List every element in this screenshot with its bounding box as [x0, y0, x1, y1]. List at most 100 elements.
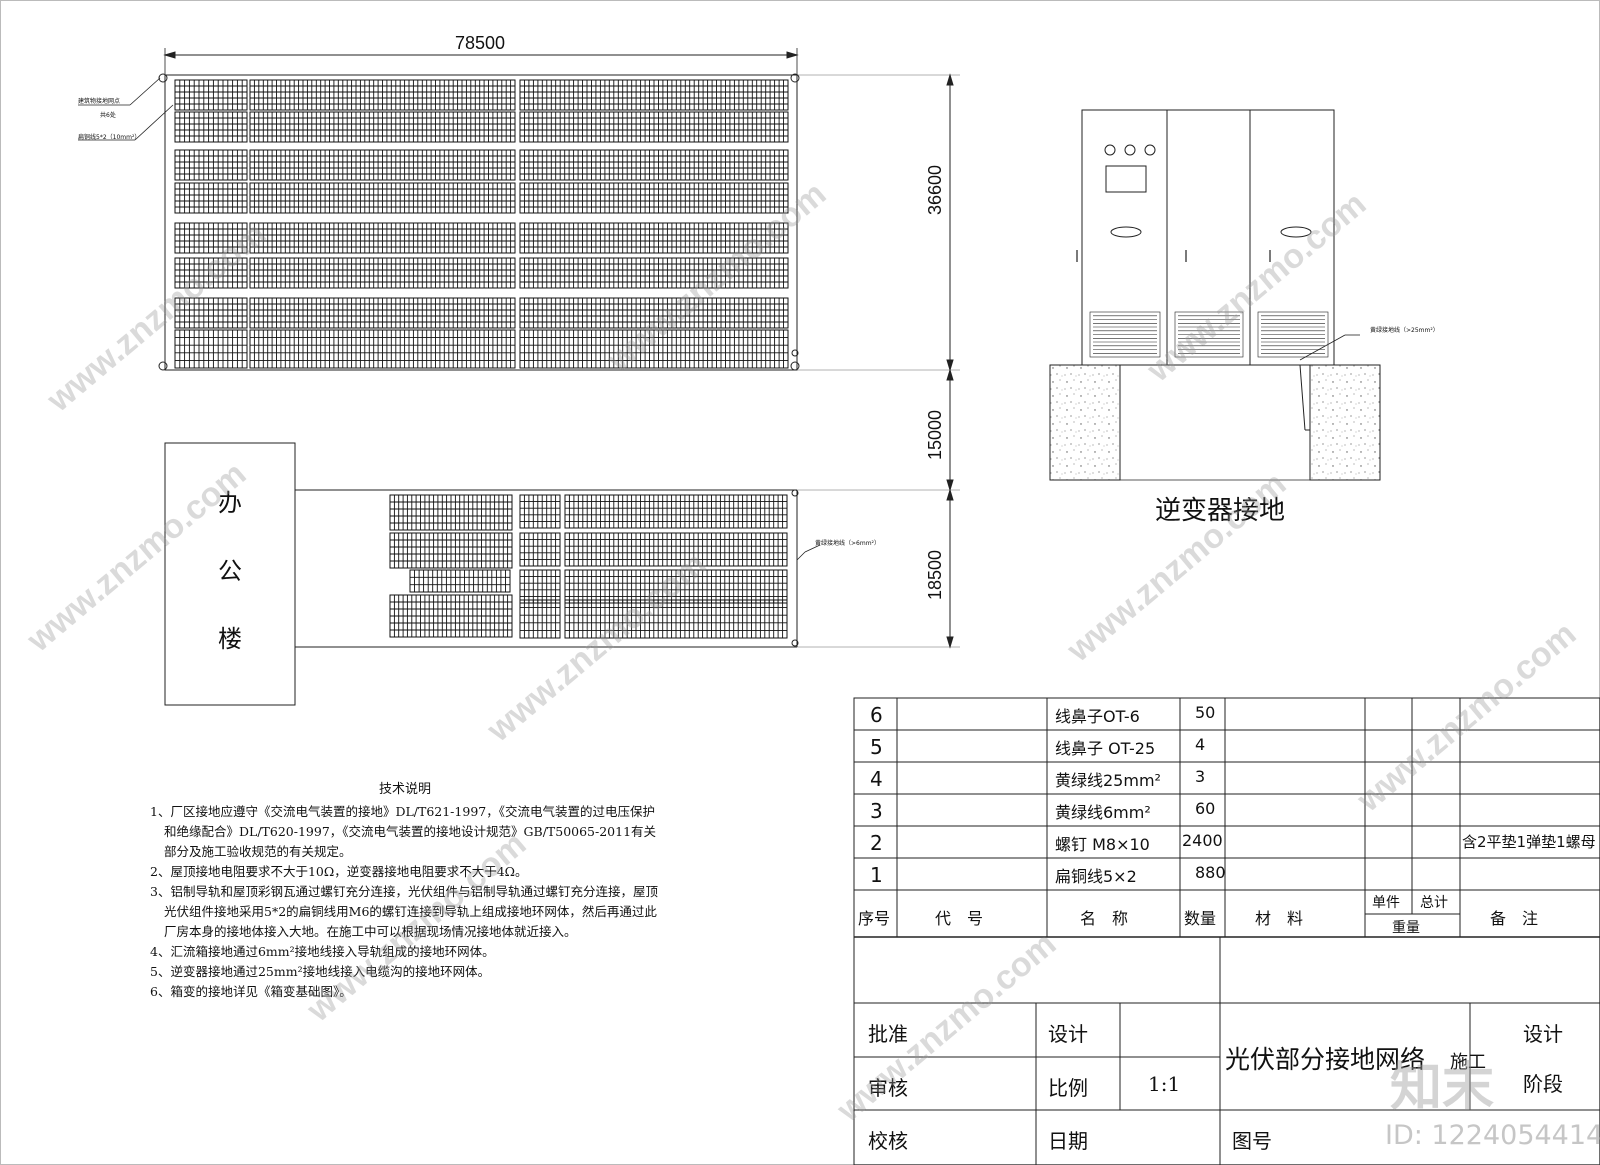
pv-array-cells [250, 112, 515, 142]
pv-array-cells [250, 298, 515, 328]
inverter-drawing [1049, 109, 1381, 481]
pv-array-cells [175, 112, 247, 142]
dim-height-bottom: 18500 [925, 549, 945, 600]
bom-row-name: 黄绿线6mm² [1055, 803, 1151, 822]
callout-yg-6: 黄绿接地线（>6mm²） [815, 540, 880, 547]
tb-drawing-no-label: 图号 [1232, 1129, 1272, 1153]
office-building-outline [164, 442, 296, 706]
pv-array-cells [175, 183, 247, 213]
tb-drawing-title: 光伏部分接地网络 [1225, 1045, 1426, 1074]
bom-row-no: 3 [870, 799, 883, 823]
pv-array-cells [520, 600, 560, 638]
bom-header-qty: 数量 [1184, 909, 1217, 928]
pv-array-cells [410, 570, 510, 592]
bottom-pv-arrays [389, 494, 788, 639]
bom-row-qty: 4 [1195, 735, 1206, 754]
pv-array-cells [520, 80, 788, 110]
bom-row-qty: 880 [1195, 863, 1226, 882]
notes-title: 技术说明 [378, 782, 431, 797]
pv-array-cells [520, 570, 560, 603]
technical-notes: 技术说明 1、厂区接地应遵守《交流电气装置的接地》DL/T621-1997，《交… [150, 780, 660, 1002]
pv-array-cells [520, 223, 788, 253]
pv-array-cells [250, 330, 515, 368]
note-item-6: 6、箱变的接地详见《箱变基础图》。 [150, 984, 352, 999]
callout-flat-copper: 扁铜线5*2（10mm²） [78, 134, 141, 141]
office-char-2: 公 [218, 557, 242, 585]
top-pv-arrays [174, 79, 789, 369]
tb-scale-value: 1:1 [1148, 1072, 1181, 1096]
bom-header-code: 代 号 [935, 909, 984, 928]
note-item-4: 4、汇流箱接地通过6mm²接地线接入导轨组成的接地环网体。 [150, 944, 495, 959]
pv-array-cells [520, 495, 560, 528]
pv-array-cells [390, 533, 512, 568]
tb-stage: 阶段 [1523, 1072, 1563, 1096]
note-item-2: 2、屋顶接地电阻要求不大于10Ω，逆变器接地电阻要求不大于4Ω。 [150, 864, 528, 879]
pv-array-cells [250, 258, 515, 288]
bottom-roof-plan [164, 442, 821, 706]
inverter-vent-slats [1261, 315, 1325, 354]
inverter-vent [1089, 311, 1161, 358]
tb-stage-design: 设计 [1523, 1022, 1563, 1046]
pv-array [174, 222, 248, 254]
bom-row-no: 6 [870, 703, 883, 727]
pv-array-cells [175, 223, 247, 253]
office-char-1: 办 [218, 489, 242, 517]
pv-array [174, 182, 248, 214]
bom-row-no: 1 [870, 863, 883, 887]
bom-header-material: 材 料 [1255, 909, 1304, 928]
bom-header-weight: 重量 [1392, 920, 1420, 936]
tb-check: 校核 [868, 1129, 908, 1153]
bom-header-name: 名 称 [1080, 909, 1129, 928]
inverter-vent-slats [1093, 315, 1157, 354]
tb-design: 设计 [1048, 1022, 1088, 1046]
bom-row-qty: 3 [1195, 767, 1206, 786]
bom-header-no: 序号 [858, 909, 891, 928]
bom-row-qty: 2400 [1182, 831, 1223, 850]
bom-row-remark: 含2平垫1弹垫1螺母 [1462, 833, 1596, 851]
tb-scale-label: 比例 [1048, 1076, 1088, 1100]
pv-array [519, 532, 561, 567]
pv-array [519, 599, 561, 639]
note-item-1: 1、厂区接地应遵守《交流电气装置的接地》DL/T621-1997，《交流电气装置… [150, 804, 657, 859]
pv-array-cells [520, 112, 788, 142]
inverter-vent [1257, 311, 1329, 358]
inverter-caption: 逆变器接地 [1155, 496, 1286, 526]
pv-array-cells [520, 533, 560, 566]
pv-array-cells [520, 183, 788, 213]
pv-array-cells [250, 80, 515, 110]
pv-array-cells [175, 150, 247, 180]
pv-array-cells [520, 150, 788, 180]
pv-array [519, 569, 561, 604]
tb-review: 审核 [868, 1076, 908, 1100]
tb-date: 日期 [1048, 1129, 1088, 1153]
bom-header-total: 总计 [1420, 895, 1448, 911]
pv-array-cells [250, 223, 515, 253]
pv-array-cells [390, 595, 512, 637]
dim-gap: 15000 [925, 409, 945, 460]
tb-approve: 批准 [868, 1022, 908, 1046]
top-roof-plan [78, 48, 960, 649]
note-item-5: 5、逆变器接地通过25mm²接地线接入电缆沟的接地环网体。 [150, 964, 491, 979]
pv-array [174, 329, 248, 369]
inverter-vent [1174, 311, 1244, 358]
callout-yg-25: 黄绿接地线（>25mm²） [1370, 327, 1439, 334]
pv-array-cells [565, 570, 787, 603]
callout-ground-point-count: 共6处 [100, 112, 116, 119]
dim-width-total: 78500 [455, 33, 506, 53]
pv-array-cells [520, 258, 788, 288]
pv-array-cells [250, 183, 515, 213]
pv-array-cells [175, 330, 247, 368]
watermark-id: ID: 1224054414 [1385, 1120, 1600, 1151]
bom-table-grid [853, 697, 1600, 1165]
pv-array-cells [520, 330, 788, 368]
bom-row-name: 线鼻子OT-6 [1055, 707, 1140, 726]
bom-header-remark: 备 注 [1490, 909, 1539, 928]
pv-array [174, 111, 248, 143]
pv-array [174, 257, 248, 289]
bom-row-name: 线鼻子 OT-25 [1055, 739, 1156, 758]
pv-array-cells [250, 150, 515, 180]
bom-row-qty: 60 [1195, 799, 1216, 818]
watermark-brand: 知末 [1390, 1058, 1495, 1118]
office-building: 办 公 楼 [165, 443, 295, 705]
